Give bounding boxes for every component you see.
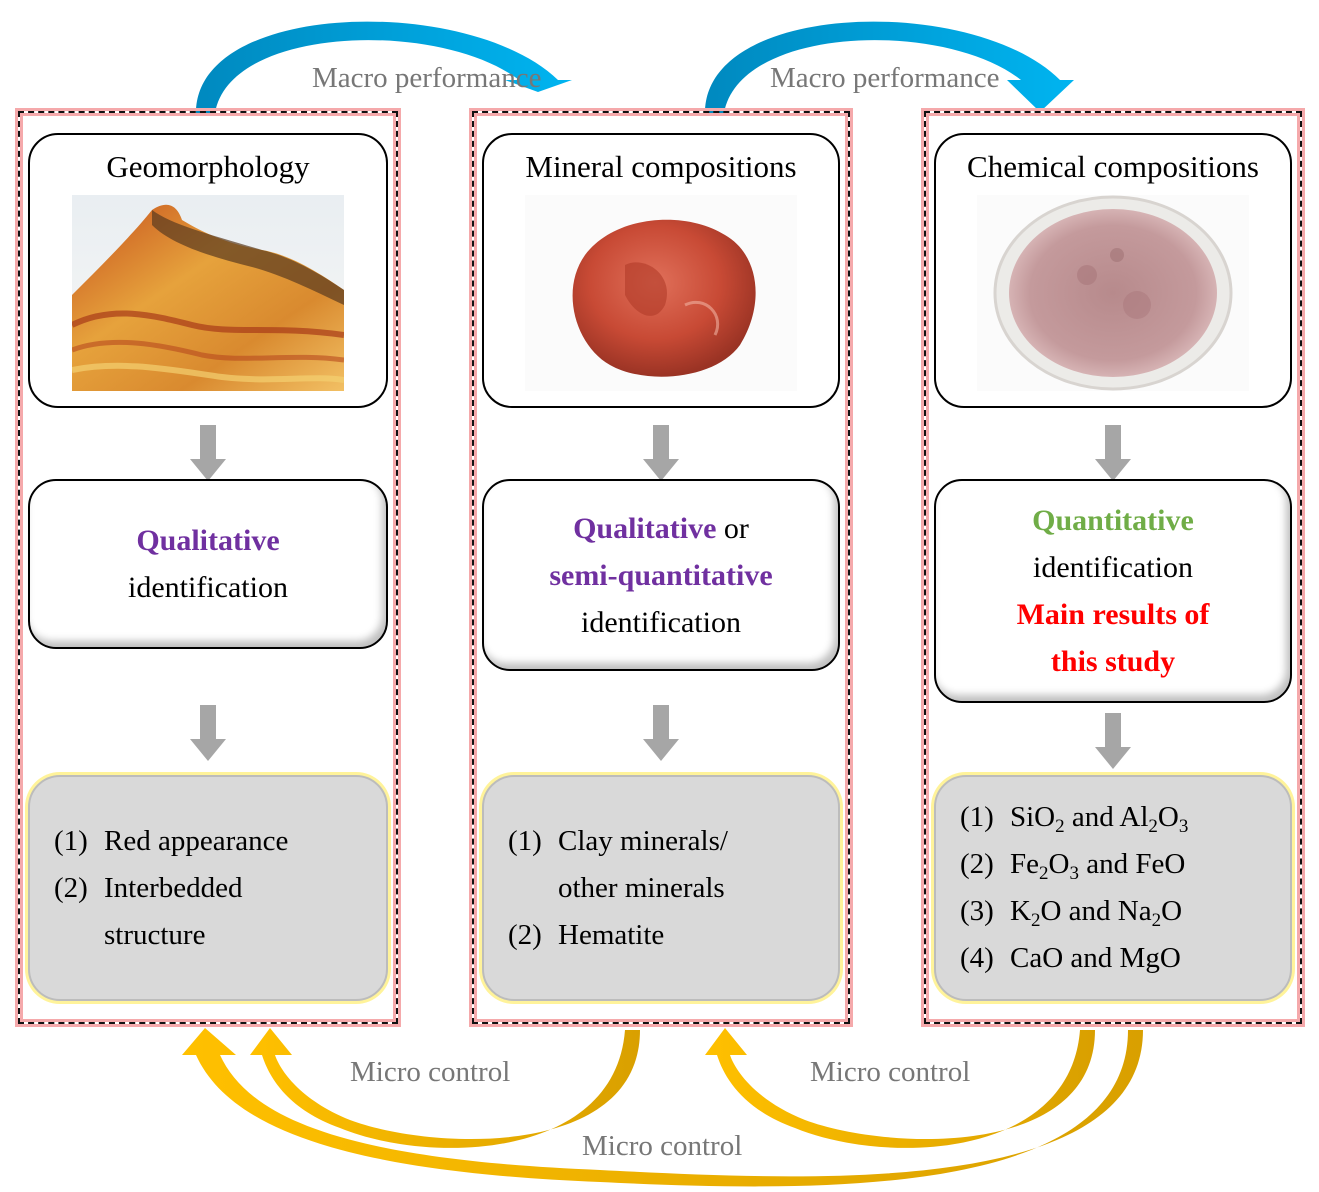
result-item: (2)Interbedded <box>54 871 243 904</box>
down-arrow-icon <box>643 425 679 481</box>
result-item: other minerals <box>558 871 725 904</box>
identification-label: identification <box>128 571 288 604</box>
result-item: (1)Clay minerals/ <box>508 824 728 857</box>
chemical-compositions-column: Chemical compositions Quantitative ident… <box>924 111 1302 1024</box>
result-item: structure <box>104 918 206 951</box>
micro-control-label-2: Micro control <box>810 1056 971 1088</box>
geomorphology-card: Geomorphology <box>28 133 388 408</box>
geomorphology-title: Geomorphology <box>106 149 310 184</box>
mineral-compositions-card: Mineral compositions <box>482 133 840 408</box>
down-arrow-icon <box>190 705 226 761</box>
mineral-compositions-column: Mineral compositions Qualitative or semi… <box>472 111 850 1024</box>
macro-performance-label-1: Macro performance <box>312 62 542 94</box>
powder-in-petri-dish-photo <box>977 195 1249 391</box>
down-arrow-icon <box>190 425 226 481</box>
identification-label: identification <box>581 605 741 639</box>
identification-highlight: Qualitative <box>573 511 717 545</box>
down-arrow-icon <box>1095 425 1131 481</box>
macro-performance-label-2: Macro performance <box>770 62 1000 94</box>
micro-control-label-3: Micro control <box>582 1130 743 1162</box>
result-item: (2) Fe2O3 and FeO <box>960 848 1186 884</box>
main-results-note: Main results of <box>1016 598 1210 631</box>
result-item: (2) Hematite <box>508 918 665 951</box>
mineral-results: (1)Clay minerals/ other minerals (2) Hem… <box>482 775 840 1001</box>
identification-highlight: Qualitative <box>136 524 280 557</box>
semi-quantitative-identification-box: Qualitative or semi-quantitative identif… <box>482 479 840 671</box>
identification-highlight-2: semi-quantitative <box>549 558 773 592</box>
down-arrow-icon <box>643 705 679 761</box>
chemical-results: (1)SiO2 and Al2O3 (2) Fe2O3 and FeO (3) K2… <box>934 775 1292 1001</box>
chemical-compositions-card: Chemical compositions <box>934 133 1292 408</box>
geomorphology-column: Geomorphology Qualitative identification… <box>18 111 398 1024</box>
micro-control-label-1: Micro control <box>350 1056 511 1088</box>
quantitative-identification-box: Quantitative identification Main results… <box>934 479 1292 703</box>
identification-highlight: Quantitative <box>1032 504 1194 537</box>
mineral-compositions-title: Mineral compositions <box>525 149 797 184</box>
result-item: (1)SiO2 and Al2O3 <box>960 801 1189 837</box>
main-results-note-2: this study <box>1050 645 1176 678</box>
down-arrow-icon <box>1095 713 1131 769</box>
identification-label: identification <box>1033 551 1193 584</box>
red-rock-sample-photo <box>525 195 797 391</box>
result-item: (1)Red appearance <box>54 824 289 857</box>
geomorphology-results: (1)Red appearance (2)Interbedded structu… <box>28 775 388 1001</box>
result-item: (3) K2O and Na2O <box>960 895 1183 931</box>
qualitative-identification-box: Qualitative identification <box>28 479 388 649</box>
result-item: (4) CaO and MgO <box>960 942 1181 974</box>
red-layered-mountain-photo <box>72 195 344 391</box>
chemical-compositions-title: Chemical compositions <box>967 149 1259 184</box>
